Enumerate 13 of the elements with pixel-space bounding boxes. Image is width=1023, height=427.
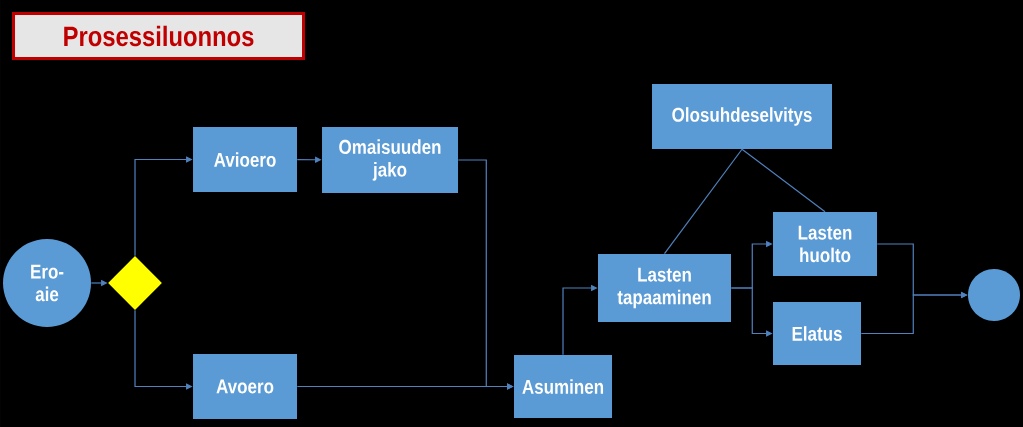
connector-line: [663, 148, 743, 255]
process-box: Omaisuuden jako: [322, 127, 458, 193]
process-box: Avoero: [193, 354, 297, 419]
process-box: Asuminen: [514, 355, 612, 418]
decision-diamond: [108, 256, 162, 310]
process-box: Lasten huolto: [773, 212, 877, 276]
title-banner: Prosessiluonnos: [12, 12, 305, 60]
process-box: Lasten tapaaminen: [598, 254, 731, 322]
process-box: Avioero: [193, 127, 297, 192]
process-box: Elatus: [773, 302, 861, 365]
end-circle: [968, 269, 1020, 321]
connector-line: [741, 148, 826, 213]
process-box: Olosuhdeselvitys: [652, 84, 832, 149]
